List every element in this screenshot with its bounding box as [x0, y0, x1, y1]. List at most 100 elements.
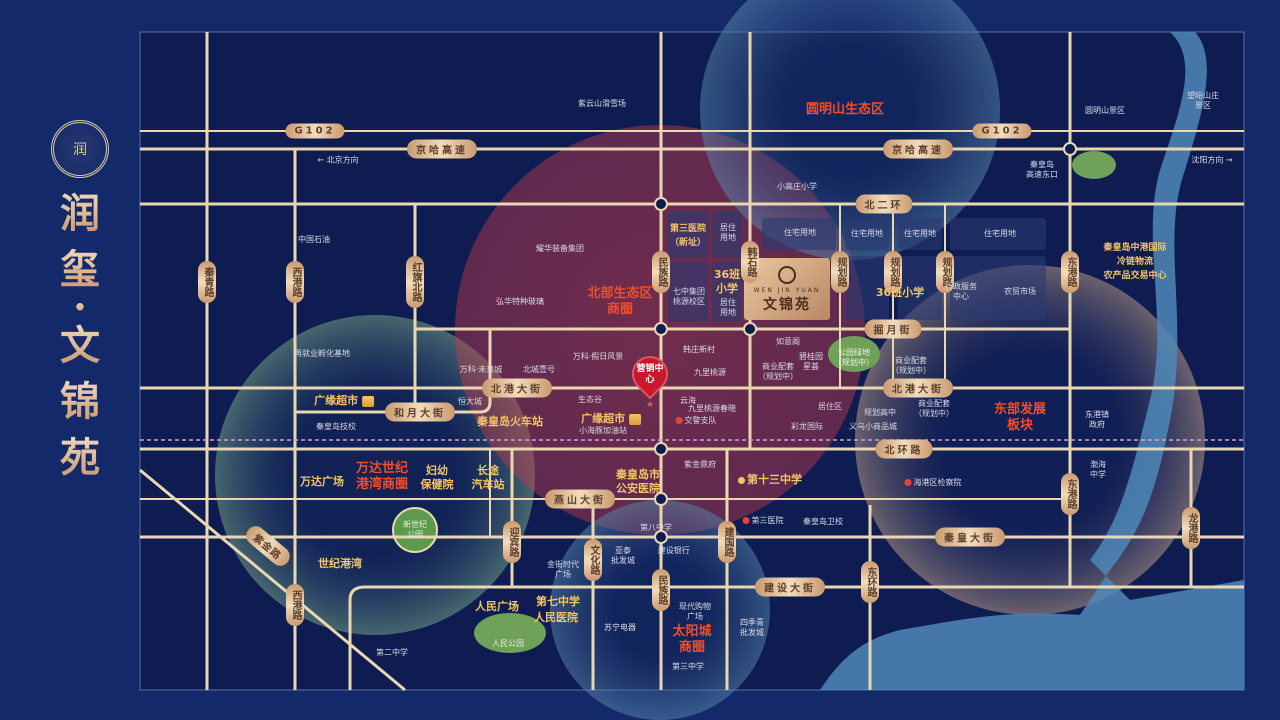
poi-hospital: 秦皇岛市 公安医院 — [616, 468, 660, 495]
road-label: 北港大街 — [883, 378, 953, 398]
road-label: 规划路 — [831, 251, 849, 293]
pin-icon — [904, 479, 912, 486]
sales-center-star-icon: ★ — [646, 400, 655, 410]
poi-label: 中国石油 — [298, 235, 330, 244]
road-label: 建国路 — [718, 521, 736, 563]
poi-label: 七中集团 桃源校区 — [673, 287, 705, 306]
road-label: 京哈高速 — [407, 139, 477, 159]
poi-label: 望峪山庄 景区 — [1187, 91, 1219, 110]
road-label: 秦皇大街 — [935, 527, 1005, 547]
poi-label: 第二中学 — [376, 648, 408, 657]
poi-label: 紫云山滑雪场 — [578, 99, 626, 108]
road-label: 韩石路 — [741, 241, 759, 283]
district-label: 东部发展 板块 — [993, 402, 1047, 433]
poi-label: 北城壹号 — [523, 365, 555, 374]
poi-label: 海港区检察院 — [904, 478, 962, 488]
shop-icon — [628, 413, 641, 425]
road-label: 东环路 — [861, 561, 879, 603]
poi-label: 生态谷 — [578, 395, 602, 404]
police-icon — [675, 417, 683, 424]
poi-label: 第三医院 — [742, 516, 784, 526]
poi-label: 第八中学 — [640, 523, 672, 532]
poi-label: 交警支队 — [675, 416, 717, 426]
road-label: 东港路 — [1061, 473, 1079, 515]
poi-label: 弘华特种玻璃 — [496, 297, 544, 306]
poi-school: 第十三中学 — [738, 473, 802, 487]
poi-label: 新世纪 公园 — [403, 520, 427, 539]
poi-logistics-center: 秦皇岛中港国际 冷链物流 农产品交易中心 — [1103, 243, 1167, 281]
road-label: 红旗北路 — [406, 256, 424, 308]
park-xinshiji — [392, 507, 438, 553]
poi-label: 行政服务 中心 — [945, 282, 977, 301]
poi-label: 恒大城 — [458, 397, 482, 406]
poi-label: 规划高中 — [864, 408, 896, 417]
road-label: 规划路 — [884, 251, 902, 293]
brand-title-char: 润 — [40, 186, 120, 242]
road-label: 民族路 — [652, 569, 670, 611]
hospital-icon — [742, 517, 750, 524]
poi-label: 四季青 批发城 — [740, 618, 764, 637]
poi-supermarket: 广缘超市 — [314, 394, 376, 408]
road-label: 规划路 — [936, 251, 954, 293]
road-label: G102 — [972, 123, 1032, 139]
poi-label: 碧桂园 星荟 — [799, 352, 823, 371]
poi-label: 圆明山景区 — [1085, 106, 1125, 115]
poi-square: 人民广场 — [475, 600, 519, 613]
poi-school: 36班小学 — [875, 286, 925, 299]
park-east — [1072, 151, 1116, 179]
poi-label: 建设银行 — [657, 546, 690, 555]
brand-title-char: 锦 — [40, 374, 120, 430]
road-label: 龙港路 — [1182, 507, 1200, 549]
poi-school: 36班 小学 — [713, 268, 741, 295]
road-label: 北二环 — [855, 194, 913, 214]
poi-label: 商业配套 （规划中） — [758, 362, 798, 381]
road-label: 建设大街 — [755, 577, 825, 597]
district-blocks — [668, 212, 1046, 322]
direction-shenyang: 沈阳方向 → — [1191, 155, 1233, 165]
poi-label: 再就业孵化基地 — [294, 349, 350, 358]
project-pinyin: WEN JIN YUAN — [753, 287, 821, 294]
poi-label: 第三中学 — [672, 662, 704, 671]
poi-label: 九里桃源春晓 — [688, 404, 736, 413]
poi-label: 现代购物 广场 — [679, 602, 711, 621]
poi-label: 亚泰 批发城 — [611, 546, 635, 565]
road-label: 西港路 — [286, 584, 304, 626]
project-emblem-icon — [778, 266, 796, 284]
road-label: 京哈高速 — [883, 139, 953, 159]
poi-label: 义乌小商品城 — [849, 422, 897, 431]
district-label: 北部生态区 商圈 — [587, 286, 653, 317]
road-label: 东港路 — [1061, 251, 1079, 293]
road-label: 秦青路 — [198, 261, 216, 303]
poi-label: 韩庄新村 — [683, 345, 715, 354]
poi-label: 苏宁电器 — [604, 623, 636, 632]
poi-label: 居住 用地 — [720, 298, 736, 317]
poi-train-station: 秦皇岛火车站 — [477, 415, 543, 428]
poi-bus-station: 长途 汽车站 — [471, 464, 505, 491]
poi-wanda-plaza: 万达广场 — [300, 475, 344, 488]
poi-label: 金街时代 广场 — [547, 560, 579, 579]
poi-label: 秦皇岛卫校 — [803, 517, 843, 526]
brand-title-char: · — [40, 288, 120, 328]
road-label: 迎宾路 — [503, 521, 521, 563]
zone-circle-yuanmingshan — [700, 0, 1000, 260]
poi-label: 云海 — [680, 396, 696, 405]
poi-label: 公园绿地 （规划中） — [834, 348, 874, 367]
poi-label: 耀华装备集团 — [536, 244, 584, 253]
district-label: 万达世纪 港湾商圈 — [355, 461, 409, 492]
poi-label: 住宅用地 — [984, 229, 1016, 238]
brand-panel: 润 润 玺 · 文 锦 苑 — [40, 120, 120, 486]
poi-mall: 世纪港湾 — [318, 557, 362, 570]
poi-label: 人民公园 — [492, 639, 524, 648]
road-label: 北港大街 — [482, 378, 552, 398]
poi-label: 万科·假日风景 — [572, 352, 624, 361]
park-renmin — [474, 613, 546, 653]
road-label: 掘月街 — [864, 319, 922, 339]
poi-label: 彩龙国际 — [791, 422, 823, 431]
poi-label: 住宅用地 — [784, 228, 816, 237]
shop-icon — [361, 395, 374, 407]
river-and-sea — [820, 32, 1244, 690]
poi-label: 商业配套 （规划中） — [891, 356, 931, 375]
district-label: 圆明山生态区 — [805, 102, 885, 117]
direction-beijing: ← 北京方向 — [317, 155, 359, 165]
poi-hospital: 妇幼 保健院 — [420, 464, 454, 491]
